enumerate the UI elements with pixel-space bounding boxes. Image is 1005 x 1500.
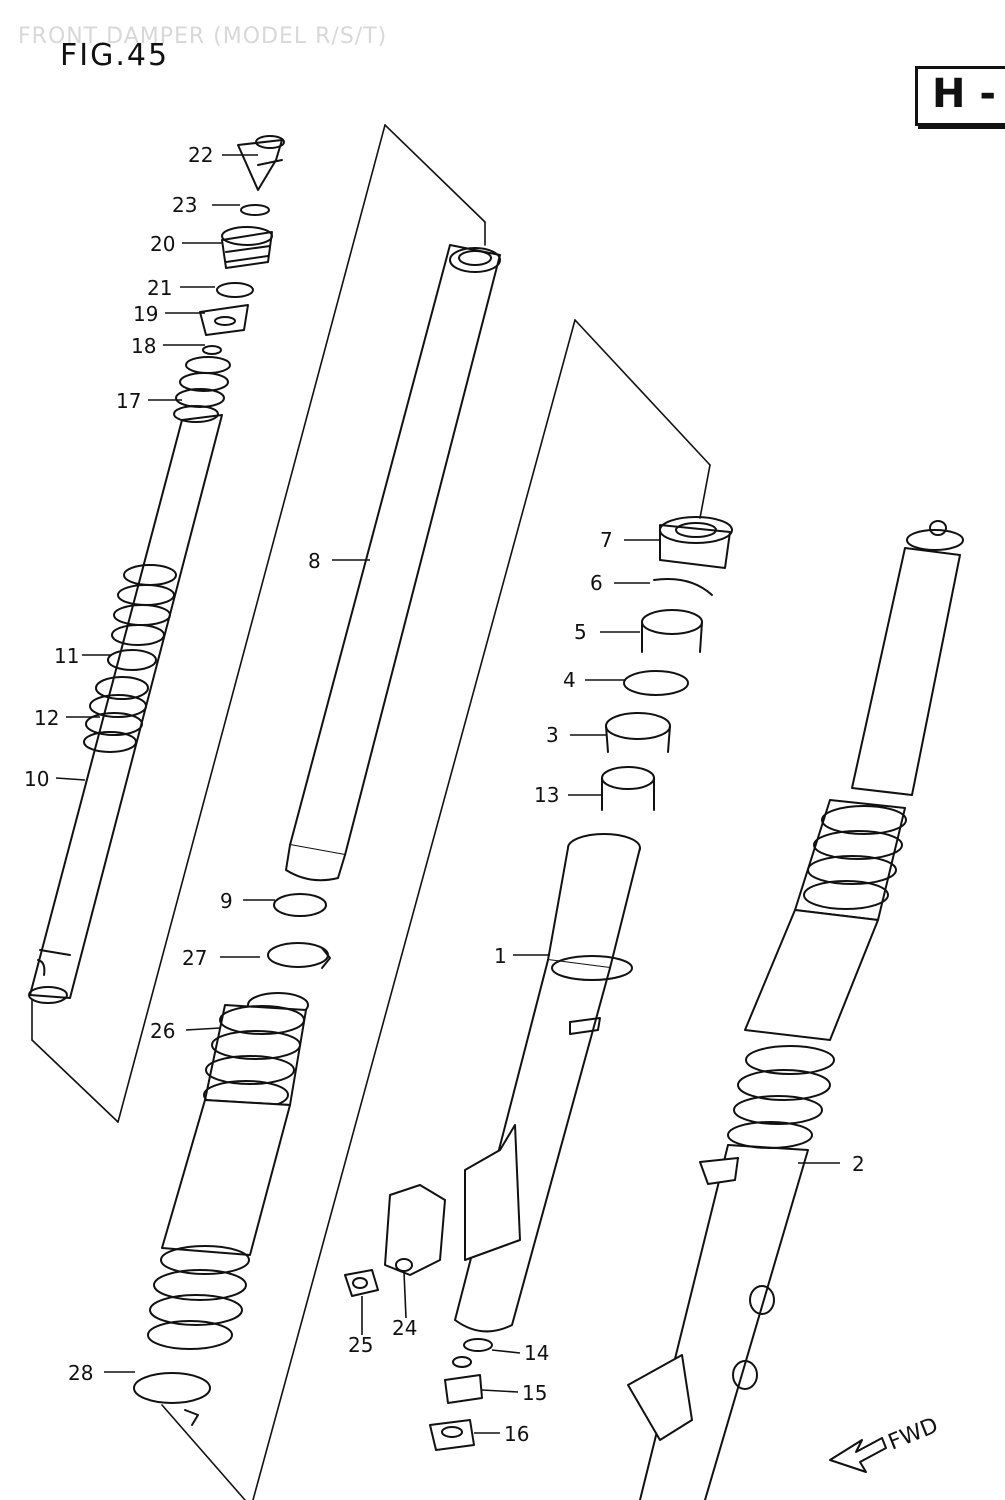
callout-16: 16 — [504, 1422, 529, 1446]
callout-13: 13 — [534, 783, 559, 807]
callout-27: 27 — [182, 946, 207, 970]
callout-14: 14 — [524, 1341, 549, 1365]
inner-tube — [247, 244, 501, 1018]
axle-bracket — [344, 1184, 493, 1451]
callout-3: 3 — [546, 723, 559, 747]
callout-23: 23 — [172, 193, 197, 217]
callout-10: 10 — [24, 767, 49, 791]
callout-26: 26 — [150, 1019, 175, 1043]
callout-17: 17 — [116, 389, 141, 413]
callout-1: 1 — [494, 944, 507, 968]
dust-boot-left — [133, 1004, 307, 1404]
left-assembly-frame — [31, 124, 711, 1500]
forward-arrow-icon — [829, 1437, 887, 1473]
callout-5: 5 — [574, 620, 587, 644]
rebound-spring — [173, 345, 231, 423]
callout-4: 4 — [563, 668, 576, 692]
callout-19: 19 — [133, 302, 158, 326]
callout-9: 9 — [220, 889, 233, 913]
callout-11: 11 — [54, 644, 79, 668]
leader-lines — [55, 154, 840, 1434]
callout-12: 12 — [34, 706, 59, 730]
damper-rod — [28, 135, 285, 1004]
section-box: H - — [915, 66, 1005, 126]
callout-8: 8 — [308, 549, 321, 573]
callout-28: 28 — [68, 1361, 93, 1385]
callout-20: 20 — [150, 232, 175, 256]
callout-18: 18 — [131, 334, 156, 358]
faint-title: FRONT DAMPER (MODEL R/S/T) — [18, 24, 388, 49]
outer-tube — [454, 833, 641, 1333]
rod-cap-parts — [199, 204, 273, 336]
fwd-label: FWD — [885, 1413, 942, 1455]
callout-2: 2 — [852, 1152, 865, 1176]
callout-6: 6 — [590, 571, 603, 595]
callout-22: 22 — [188, 143, 213, 167]
callout-7: 7 — [600, 528, 613, 552]
callout-15: 15 — [522, 1381, 547, 1405]
callout-24: 24 — [392, 1316, 417, 1340]
section-label: H - — [932, 71, 997, 117]
main-spring — [83, 564, 177, 753]
callout-labels: 22 23 20 21 19 18 17 8 11 12 10 9 27 26 … — [24, 143, 942, 1456]
bushing-stack — [601, 516, 733, 811]
callout-21: 21 — [147, 276, 172, 300]
assembled-fork — [627, 520, 964, 1500]
callout-25: 25 — [348, 1333, 373, 1357]
figure-title: FIG.45 — [60, 38, 170, 73]
hose-clamps — [184, 947, 331, 1426]
